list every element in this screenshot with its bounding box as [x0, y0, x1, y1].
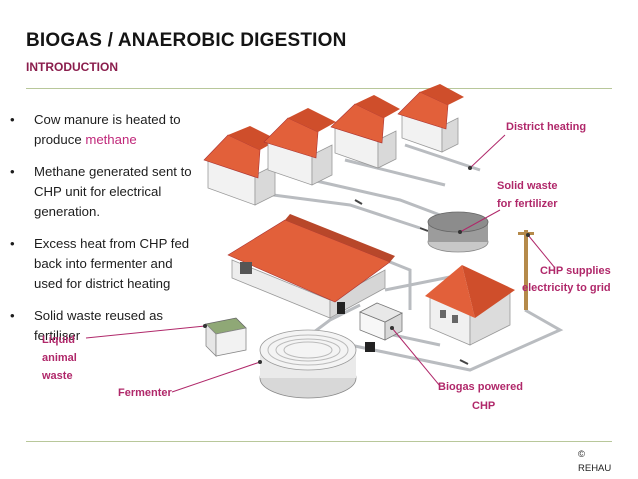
- label-solid-waste-line1: Solid waste: [497, 180, 558, 192]
- label-biogas-line1: Biogas powered: [438, 381, 523, 393]
- leader-lines: [85, 134, 556, 393]
- label-biogas-line2: CHP: [472, 400, 496, 412]
- chp-unit: [337, 302, 403, 352]
- label-district-heating: District heating: [506, 121, 587, 133]
- bullet-item: • Cow manure is heated to produce methane: [10, 110, 200, 150]
- bullet-text: Methane generated sent to CHP unit for e…: [34, 164, 192, 219]
- label-chp-supplies-line2: electricity to grid: [522, 282, 611, 294]
- label-liquid-waste-line2: animal: [42, 352, 77, 364]
- label-solid-waste-line2: for fertilizer: [497, 198, 558, 210]
- house-1: [203, 126, 278, 206]
- bullet-text: Solid waste reused as fertiliser: [34, 308, 164, 343]
- bullet-highlight: methane: [85, 132, 137, 147]
- bullet-item: • Solid waste reused as fertiliser: [10, 306, 200, 346]
- bullet-item: • Excess heat from CHP fed back into ferm…: [10, 234, 200, 294]
- barn: [227, 214, 395, 319]
- label-liquid-waste-line3: waste: [42, 370, 73, 382]
- power-pole: [518, 230, 534, 310]
- label-chp-supplies-line1: CHP supplies: [540, 265, 611, 277]
- top-divider: [26, 88, 612, 89]
- bullet-text: Excess heat from CHP fed back into ferme…: [34, 236, 190, 291]
- liquid-waste-pit: [205, 317, 247, 357]
- chp-house: [425, 265, 515, 346]
- house-3: [330, 95, 400, 169]
- bullet-dot: •: [10, 236, 15, 251]
- leader-dots: [203, 166, 530, 364]
- fermenter-tank: [259, 329, 357, 399]
- house-2: [263, 108, 336, 186]
- house-4: [397, 84, 464, 153]
- bullet-text: Cow manure is heated to produce: [34, 112, 181, 147]
- bullet-item: • Methane generated sent to CHP unit for …: [10, 162, 200, 222]
- page-subtitle: INTRODUCTION: [26, 60, 118, 74]
- bullet-list: • Cow manure is heated to produce methane…: [10, 110, 200, 358]
- label-liquid-waste-line1: Liquid: [42, 334, 75, 346]
- bottom-divider: [26, 441, 612, 442]
- bullet-dot: •: [10, 308, 15, 323]
- bullet-dot: •: [10, 164, 15, 179]
- copyright: © REHAU: [578, 448, 611, 476]
- pipe-network-dark: [354, 199, 469, 365]
- bullet-dot: •: [10, 112, 15, 127]
- page-title: BIOGAS / ANAEROBIC DIGESTION: [26, 30, 347, 51]
- copyright-symbol: ©: [578, 449, 585, 460]
- company-name: REHAU: [578, 463, 612, 474]
- label-fermenter: Fermenter: [118, 387, 172, 399]
